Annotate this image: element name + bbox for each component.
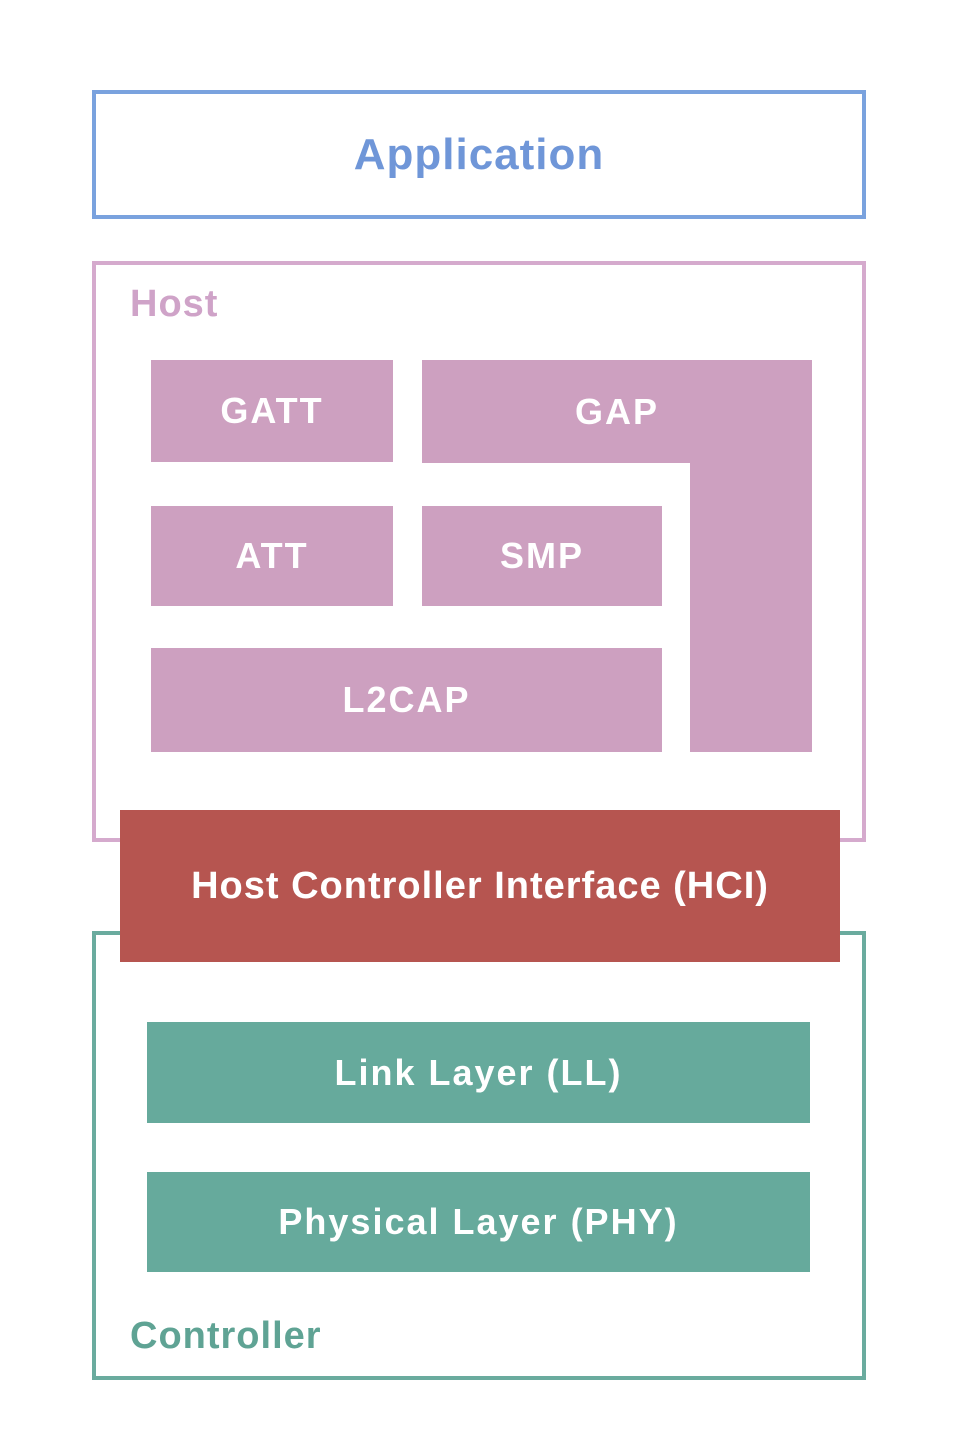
gap-label: GAP [574, 390, 659, 432]
link-layer-block: Link Layer (LL) [147, 1022, 810, 1123]
hci-label: Host Controller Interface (HCI) [191, 864, 769, 907]
link-layer-label: Link Layer (LL) [334, 1051, 623, 1093]
gatt-label: GATT [220, 390, 324, 431]
gatt-block: GATT [151, 360, 393, 462]
smp-label: SMP [499, 535, 584, 576]
controller-label: Controller [130, 1315, 322, 1357]
controller-box: Controller [92, 931, 866, 1380]
physical-layer-block: Physical Layer (PHY) [147, 1172, 810, 1272]
application-label: Application [353, 129, 605, 179]
host-label: Host [130, 283, 219, 325]
att-label: ATT [235, 535, 309, 576]
att-block: ATT [151, 506, 393, 606]
l2cap-block: L2CAP [151, 648, 662, 752]
smp-block: SMP [422, 506, 662, 606]
gap-block-column [690, 463, 812, 752]
l2cap-label: L2CAP [342, 679, 471, 720]
hci-bar: Host Controller Interface (HCI) [120, 810, 840, 962]
physical-layer-label: Physical Layer (PHY) [278, 1201, 679, 1242]
gap-block: GAP [422, 360, 812, 463]
application-box: Application [92, 90, 866, 219]
